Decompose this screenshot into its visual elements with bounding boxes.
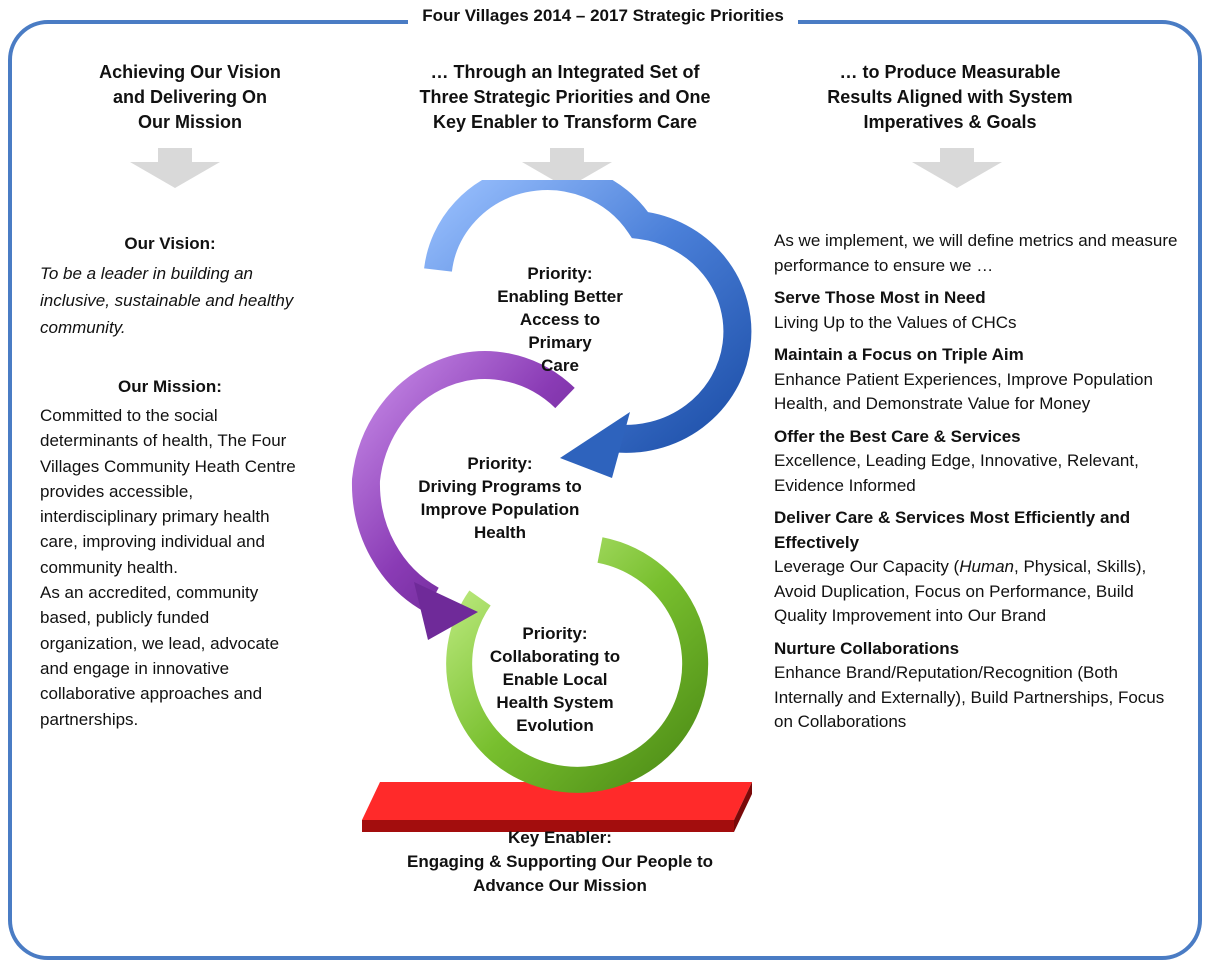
key-enabler-label: Key Enabler: Engaging & Supporting Our P… xyxy=(360,826,760,898)
label-line: Health System xyxy=(496,693,614,712)
priority-ring-green xyxy=(446,537,709,793)
goal-text: Leverage Our Capacity (Human, Physical, … xyxy=(774,555,1186,629)
results-column: As we implement, we will define metrics … xyxy=(774,229,1186,743)
label-line: Driving Programs to xyxy=(418,477,582,496)
label-line: Priority: xyxy=(522,624,588,643)
goal-text-part: Leverage Our Capacity ( xyxy=(774,557,960,576)
heading-line: … Through an Integrated Set of xyxy=(430,62,700,82)
goal-item: Maintain a Focus on Triple Aim Enhance P… xyxy=(774,343,1186,417)
priority-arrow-blue xyxy=(424,180,752,478)
label-line: Priority: xyxy=(527,264,593,283)
heading-line: Key Enabler to Transform Care xyxy=(432,112,698,132)
mission-paragraph: As an accredited, community based, publi… xyxy=(40,583,280,729)
page-title: Four Villages 2014 – 2017 Strategic Prio… xyxy=(408,6,798,25)
heading-line: Achieving Our Vision xyxy=(99,62,281,82)
vision-text: To be a leader in building an inclusive,… xyxy=(40,264,294,337)
heading-line: Imperatives & Goals xyxy=(863,112,1037,132)
label-line: Priority: xyxy=(467,454,533,473)
middle-column-heading: … Through an Integrated Set of Three Str… xyxy=(380,60,750,135)
page-title-wrap: Four Villages 2014 – 2017 Strategic Prio… xyxy=(0,6,1206,26)
left-column-heading: Achieving Our Vision and Delivering On O… xyxy=(70,60,310,135)
label-line: Care xyxy=(541,356,579,375)
down-arrow-icon xyxy=(912,148,1002,188)
label-line: Access to Primary xyxy=(519,310,601,352)
label-line: Key Enabler: xyxy=(508,828,612,847)
label-line: Advance Our Mission xyxy=(473,876,647,895)
mission-text: Committed to the social determinants of … xyxy=(40,403,302,732)
label-line: Enable Local xyxy=(502,670,608,689)
priority-label-collaborating: Priority: Collaborating to Enable Local … xyxy=(480,622,630,737)
priority-arrow-purple xyxy=(351,351,575,640)
right-column-heading: … to Produce Measurable Results Aligned … xyxy=(800,60,1100,135)
goal-text: Excellence, Leading Edge, Innovative, Re… xyxy=(774,451,1139,495)
heading-line: and Delivering On xyxy=(112,87,268,107)
goal-title: Maintain a Focus on Triple Aim xyxy=(774,345,1024,364)
enabler-platform xyxy=(362,782,752,832)
label-line: Enabling Better xyxy=(497,287,623,306)
goal-item: Serve Those Most in Need Living Up to th… xyxy=(774,286,1186,335)
goal-title: Offer the Best Care & Services xyxy=(774,426,1021,446)
label-line: Improve Population xyxy=(420,500,580,519)
goal-title: Serve Those Most in Need xyxy=(774,288,986,307)
heading-line: Results Aligned with System xyxy=(827,87,1073,107)
vision-title: Our Vision: xyxy=(124,234,216,253)
goal-text: Enhance Patient Experiences, Improve Pop… xyxy=(774,369,1153,414)
goal-text: Enhance Brand/Reputation/Recognition (Bo… xyxy=(774,663,1165,731)
label-line: Engaging & Supporting Our People to xyxy=(407,852,713,871)
label-line: Evolution xyxy=(516,716,594,735)
goal-text: Living Up to the Values of CHCs xyxy=(774,312,1017,332)
down-arrow-icon xyxy=(522,148,612,188)
priority-label-programs: Priority: Driving Programs to Improve Po… xyxy=(395,452,605,544)
label-line: Health xyxy=(474,523,526,542)
label-line: Collaborating to xyxy=(489,647,621,666)
results-intro: As we implement, we will define metrics … xyxy=(774,231,1178,275)
mission-paragraph: Committed to the social determinants of … xyxy=(40,406,296,577)
goal-title: Deliver Care & Services Most Efficiently… xyxy=(774,508,1131,552)
goal-title: Nurture Collaborations xyxy=(774,638,960,658)
goal-text-italic: Human xyxy=(959,557,1015,576)
priorities-diagram xyxy=(351,180,752,832)
heading-line: Our Mission xyxy=(137,112,242,132)
mission-title: Our Mission: xyxy=(118,377,222,396)
priority-label-access: Priority: Enabling Better Access to Prim… xyxy=(490,262,630,377)
goal-item: Deliver Care & Services Most Efficiently… xyxy=(774,506,1186,629)
down-arrow-icon xyxy=(130,148,220,188)
heading-line: … to Produce Measurable xyxy=(839,62,1061,82)
heading-line: Three Strategic Priorities and One xyxy=(419,87,711,107)
goal-item: Offer the Best Care & Services Excellenc… xyxy=(774,425,1186,499)
goal-text-part: , Physical, Skills), Avoid Duplication, … xyxy=(774,557,1147,625)
goal-item: Nurture Collaborations Enhance Brand/Rep… xyxy=(774,637,1186,735)
